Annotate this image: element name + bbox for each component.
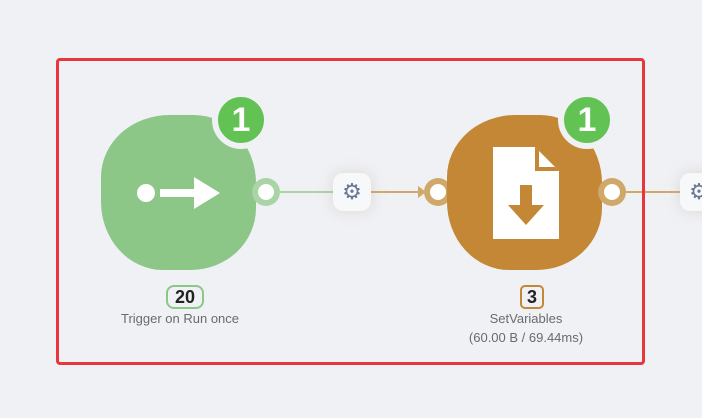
edge-arrowhead [418,186,426,198]
item-count: 3 [520,285,544,309]
gear-icon: ⚙ [689,179,702,204]
node-label: Trigger on Run once [120,311,240,326]
run-count-badge: 1 [558,91,616,149]
edge-settings-button[interactable]: ⚙ [333,173,371,211]
item-count: 20 [166,285,204,309]
output-port[interactable] [258,184,274,200]
node-label: SetVariables [489,311,563,326]
file-download-icon [493,147,559,239]
arrow-right-icon [137,177,220,209]
output-port[interactable] [604,184,620,200]
edge-setvariables-out [626,191,686,193]
edge-trigger-to-gear [280,191,340,193]
run-count-badge: 1 [212,91,270,149]
edge-gear-to-setvariables [360,191,422,193]
edge-settings-button[interactable]: ⚙ [680,173,702,211]
node-stats: (60.00 B / 69.44ms) [468,330,584,345]
gear-icon: ⚙ [342,179,362,204]
selection-rectangle [56,58,645,365]
input-port[interactable] [430,184,446,200]
